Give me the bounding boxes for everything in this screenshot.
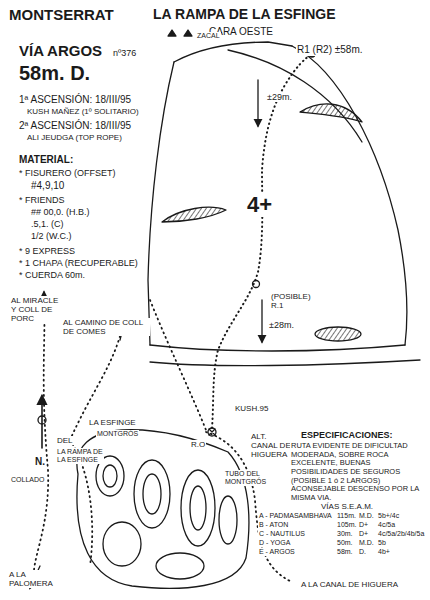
label: 4+ xyxy=(246,192,273,217)
label: * FRIENDS xyxy=(18,195,66,205)
label: LA ESFINGE xyxy=(88,418,137,427)
label: R.O xyxy=(190,440,206,449)
label: D+ xyxy=(358,530,369,538)
label: * 1 CHAPA (RECUPERABLE) xyxy=(18,258,139,268)
label: D - YOGA xyxy=(258,539,291,547)
label: A LA CANAL DE HIGUERA xyxy=(300,580,399,589)
label: 4b+ xyxy=(377,548,391,556)
label: D. xyxy=(358,548,367,556)
label: LA RAMPA DE LA ESFINGE xyxy=(56,448,104,464)
label: ±29m. xyxy=(266,92,293,102)
label: 4c/5a xyxy=(377,521,396,529)
label: 58m. D. xyxy=(18,62,91,85)
label: 50m. xyxy=(336,539,354,547)
label: ALI JEUDGA (TOP ROPE) xyxy=(26,133,123,142)
rock-outline xyxy=(148,30,420,366)
label: C - NAUTILUS xyxy=(258,530,306,538)
label: MATERIAL: xyxy=(18,154,74,166)
label: 115m. xyxy=(336,512,357,520)
north-arrow xyxy=(38,396,46,448)
label: R1 (R2) ±58m. xyxy=(296,44,364,56)
label: * CUERDA 60m. xyxy=(18,270,86,280)
label: * 9 EXPRESS xyxy=(18,246,76,256)
label: RUTA EVIDENTE DE DIFICULTAD MODERADA, SO… xyxy=(290,442,426,485)
label: .5,1. (C) xyxy=(30,219,65,229)
label: 5b+/4c xyxy=(377,512,400,520)
label: N. xyxy=(34,456,46,468)
label: D+ xyxy=(358,521,369,529)
label: VÍAS S.E.A.M. xyxy=(320,502,374,511)
label: ESPECIFICACIONES: xyxy=(300,430,394,440)
label: 1/2 (W.C.) xyxy=(30,231,73,241)
label: ACONSEJABLE DESCENSO POR LA MISMA VIA. xyxy=(290,485,426,502)
label: E - ARGOS xyxy=(258,548,296,556)
label: B - ATON xyxy=(258,521,289,529)
label: ZACAL xyxy=(196,32,221,40)
label: * FISURERO (OFFSET) xyxy=(18,168,117,178)
label: M.D. xyxy=(358,512,375,520)
label: M.D. xyxy=(358,539,375,547)
label: KUSH.95 xyxy=(234,404,269,413)
label: (POSIBLE) R.1 xyxy=(270,292,316,310)
title: MONTSERRAT xyxy=(8,6,115,23)
label: 105m. xyxy=(336,521,357,529)
label: A LA PALOMERA xyxy=(8,570,40,588)
label: AL CAMINO DE COLL DE COMES xyxy=(62,318,150,336)
label: ## 00,0. (H.B.) xyxy=(30,207,91,217)
label: nº376 xyxy=(112,48,137,58)
label: 4c/5a/2b/4b/5a xyxy=(377,530,425,538)
label: MONTGRÓS xyxy=(96,430,139,438)
label: AL MIRACLE Y COLL DE PORC xyxy=(10,296,60,324)
label: 1ª ASCENSIÓN: 18/III/95 xyxy=(18,94,132,106)
label: 2ª ASCENSIÓN: 18/III/95 xyxy=(18,120,132,132)
label: VÍA ARGOS xyxy=(18,42,103,59)
label: COLLADO xyxy=(10,476,45,484)
label: TUBO DEL MONTGRÓS xyxy=(224,470,270,486)
label: #4,9,10 xyxy=(30,180,65,192)
label: 30m. xyxy=(336,530,354,538)
route-line xyxy=(208,51,315,436)
label: DEL xyxy=(56,436,74,445)
label: KUSH MAÑEZ (1º SOLITARIO) xyxy=(26,107,140,116)
label: 5b xyxy=(377,539,387,547)
label: ±28m. xyxy=(268,320,295,330)
label: 58m. xyxy=(336,548,354,556)
label: LA RAMPA DE LA ESFINGE xyxy=(152,6,337,22)
label: A - PADMASAMBHAVA xyxy=(258,512,333,520)
